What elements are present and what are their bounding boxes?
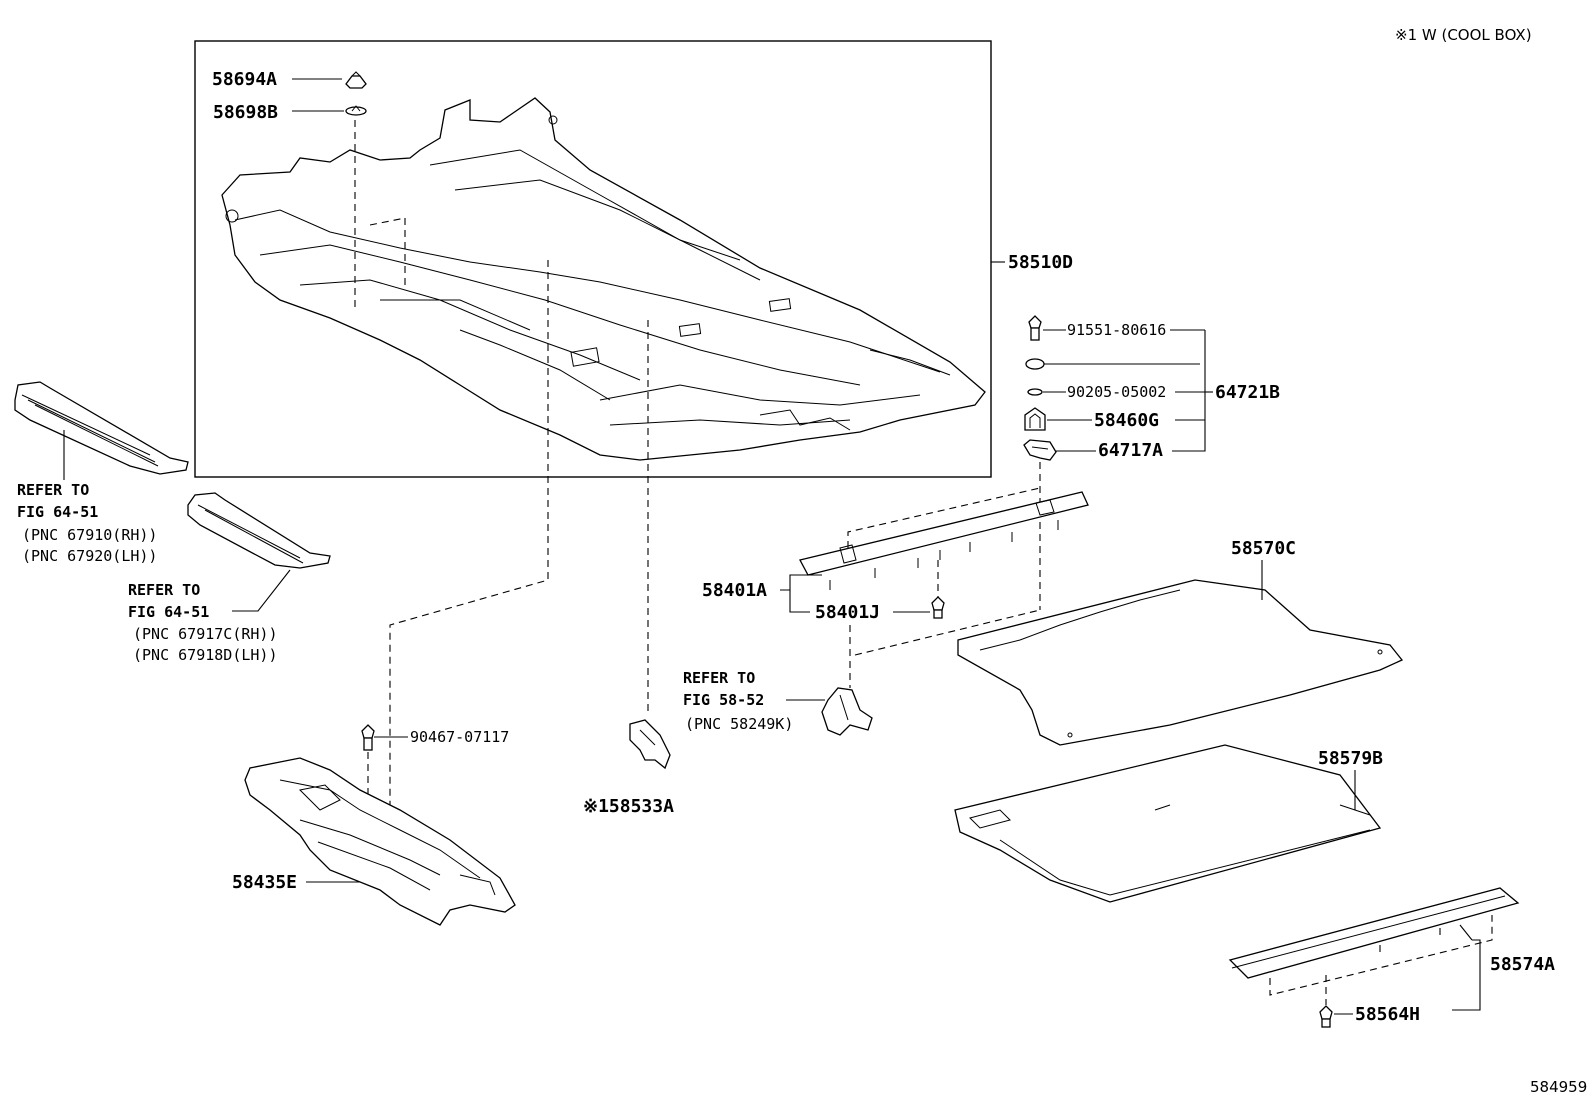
label-58435e: 58435E	[232, 872, 297, 893]
label-58460g: 58460G	[1094, 410, 1159, 431]
figure-number: 584959	[1530, 1078, 1587, 1096]
washer-58698b-drawing	[345, 105, 367, 116]
ref3-line2: FIG 58-52	[683, 691, 764, 709]
clip-58564h-drawing	[1319, 1005, 1333, 1028]
ref2-pnc1: (PNC 67917C(RH))	[133, 625, 278, 643]
label-58574a: 58574A	[1490, 954, 1555, 975]
label-90467: 90467-07117	[410, 728, 509, 746]
bolt-90467-drawing	[361, 724, 375, 751]
clip-58401j-drawing	[931, 596, 945, 619]
washer-drawing	[1025, 358, 1045, 370]
label-64721b: 64721B	[1215, 382, 1280, 403]
ref1-line2: FIG 64-51	[17, 503, 98, 521]
ref2-line1: REFER TO	[128, 581, 200, 599]
scuff-plate-58574a-drawing	[1228, 887, 1520, 979]
clip-58694a-drawing	[345, 71, 367, 89]
cool-box-note: ※1 W (COOL BOX)	[1395, 26, 1532, 44]
deck-board-58579b-drawing	[954, 744, 1382, 903]
ref3-pnc1: (PNC 58249K)	[685, 715, 793, 733]
rear-step-plate-drawing	[187, 492, 331, 569]
label-58533a: ※158533A	[583, 796, 674, 817]
ref2-line2: FIG 64-51	[128, 603, 209, 621]
rail-58401a-drawing	[799, 491, 1089, 590]
label-58579b: 58579B	[1318, 748, 1383, 769]
hook-58460g-drawing	[1024, 407, 1046, 431]
label-58698b: 58698B	[213, 102, 278, 123]
hook-base-64717a-drawing	[1023, 439, 1057, 461]
ref1-line1: REFER TO	[17, 481, 89, 499]
luggage-mat-58570c-drawing	[957, 579, 1404, 746]
ref1-pnc1: (PNC 67910(RH))	[22, 526, 157, 544]
label-58564h: 58564H	[1355, 1004, 1420, 1025]
label-58510d: 58510D	[1008, 252, 1073, 273]
label-58401a: 58401A	[702, 580, 767, 601]
label-64717a: 64717A	[1098, 440, 1163, 461]
label-58570c: 58570C	[1231, 538, 1296, 559]
label-58401j: 58401J	[815, 602, 880, 623]
floor-silencer-58435e-drawing	[244, 757, 516, 926]
label-91551: 91551-80616	[1067, 321, 1166, 339]
floor-carpet-drawing	[221, 97, 986, 461]
ref2-pnc2: (PNC 67918D(LH))	[133, 646, 278, 664]
bracket-58249k-drawing	[821, 687, 873, 736]
ref1-pnc2: (PNC 67920(LH))	[22, 547, 157, 565]
bolt-91551-drawing	[1028, 315, 1042, 341]
ref3-line1: REFER TO	[683, 669, 755, 687]
label-90205: 90205-05002	[1067, 383, 1166, 401]
bracket-58533a-drawing	[629, 719, 671, 770]
front-step-plate-drawing	[14, 381, 189, 475]
label-58694a: 58694A	[212, 69, 277, 90]
carpet-group-frame	[194, 40, 992, 478]
nut-90205-drawing	[1027, 388, 1043, 396]
